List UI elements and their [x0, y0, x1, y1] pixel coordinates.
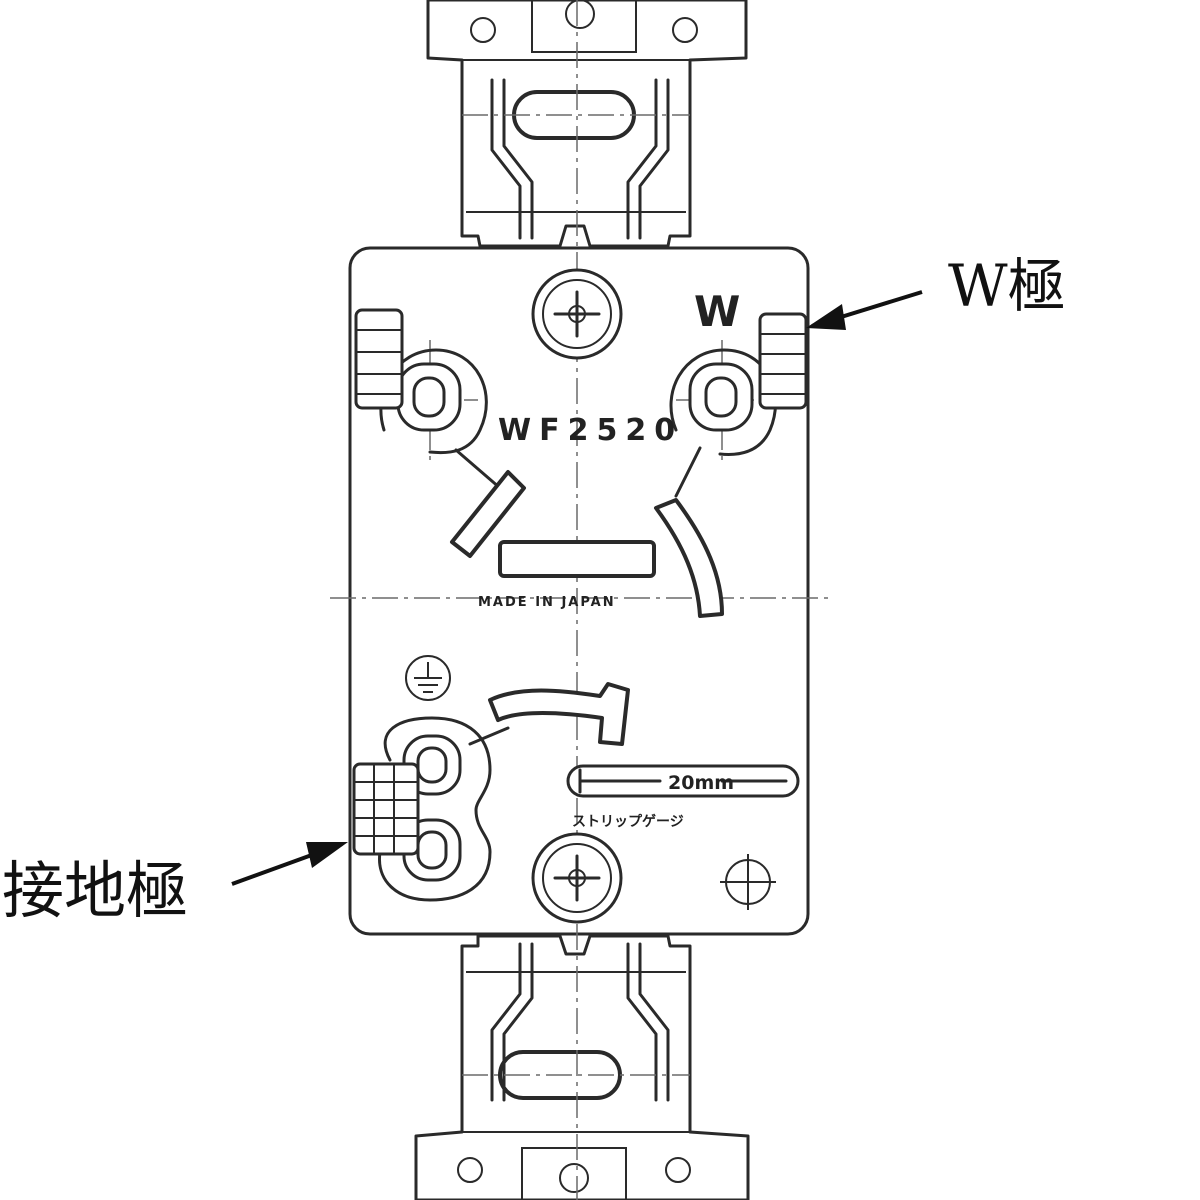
ground-pole-terminal: [352, 716, 492, 902]
w-pole-terminal: [669, 312, 808, 456]
phillips-screw-icon: [531, 268, 623, 360]
phillips-screw-icon: [531, 832, 623, 924]
mounting-hole: [720, 854, 776, 910]
ground-icon: [405, 655, 451, 701]
ground-pole-label: 接地極: [2, 854, 188, 927]
bottom-mounting-bracket: [414, 934, 750, 1200]
strip-gauge: [566, 764, 800, 798]
made-in-marking: MADE IN JAPAN: [478, 595, 616, 610]
left-terminal: [354, 308, 488, 455]
strip-gauge-length: 20mm: [668, 772, 734, 794]
top-mounting-bracket: [426, 0, 748, 248]
w-pole-label: W極: [948, 252, 1066, 320]
w-pole-arrow: [806, 290, 923, 330]
strip-gauge-label: ストリップゲージ: [572, 813, 684, 830]
upper-blade-slots: [450, 446, 724, 618]
ground-pole-arrow: [231, 842, 348, 886]
w-marking: W: [694, 287, 740, 336]
model-number: WF2520: [498, 413, 683, 448]
ground-blade-slot: [468, 682, 630, 746]
